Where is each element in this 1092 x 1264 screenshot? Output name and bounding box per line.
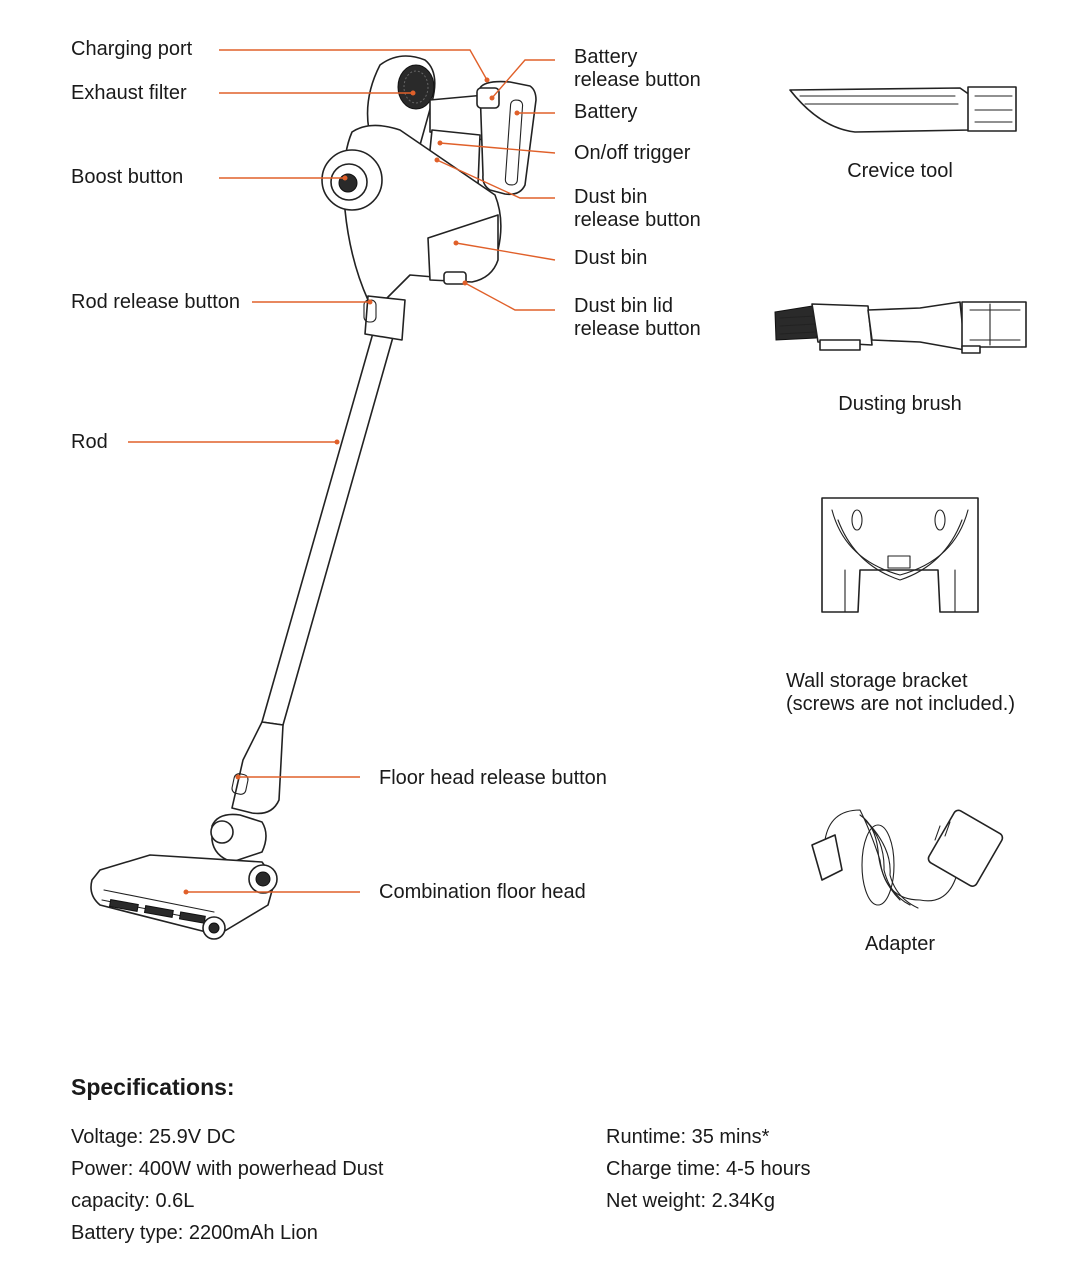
label-dust-bin: Dust bin — [574, 247, 648, 269]
label-dustbin-lid-line2: release button — [574, 318, 701, 340]
label-rod: Rod — [71, 431, 108, 453]
specs-title: Specifications: — [71, 1074, 235, 1100]
label-onoff-trigger: On/off trigger — [574, 142, 691, 164]
spec-right-item: Net weight: 2.34Kg — [606, 1190, 775, 1212]
label-battery-release-line2: release button — [574, 69, 701, 91]
spec-left-item: Voltage: 25.9V DC — [71, 1126, 236, 1148]
label-battery: Battery — [574, 101, 638, 123]
spec-right-item: Runtime: 35 mins* — [606, 1126, 770, 1148]
wall-bracket-illustration — [821, 497, 979, 613]
spec-left-item: capacity: 0.6L — [71, 1190, 195, 1212]
label-battery-release-line1: Battery — [574, 46, 638, 68]
caption-adapter: Adapter — [864, 933, 936, 955]
label-rod-release-button: Rod release button — [71, 291, 241, 313]
caption-wall-bracket-line1: Wall storage bracket — [786, 670, 968, 692]
label-combination-floor-head: Combination floor head — [379, 881, 586, 903]
label-boost-button: Boost button — [71, 166, 184, 188]
spec-left-item: Power: 400W with powerhead Dust — [71, 1158, 384, 1180]
label-dustbin-lid-line1: Dust bin lid — [574, 295, 673, 317]
floor-head-illustration — [90, 813, 278, 940]
label-dustbin-release-line2: release button — [574, 209, 701, 231]
spec-left-item: Battery type: 2200mAh Lion — [71, 1222, 318, 1244]
label-charging-port: Charging port — [71, 38, 193, 60]
vacuum-body-illustration — [321, 55, 537, 341]
spec-right-item: Charge time: 4-5 hours — [606, 1158, 811, 1180]
label-exhaust-filter: Exhaust filter — [71, 82, 187, 104]
caption-crevice-tool: Crevice tool — [847, 160, 953, 182]
adapter-illustration — [811, 809, 1004, 909]
dusting-brush-illustration — [774, 301, 1027, 354]
label-floor-head-release: Floor head release button — [379, 767, 607, 789]
crevice-tool-illustration — [789, 86, 1017, 133]
label-dustbin-release-line1: Dust bin — [574, 186, 648, 208]
leader-lines — [128, 49, 556, 895]
caption-dusting-brush: Dusting brush — [838, 393, 962, 415]
rod-illustration — [231, 332, 394, 815]
caption-wall-bracket-line2: (screws are not included.) — [786, 693, 1015, 715]
